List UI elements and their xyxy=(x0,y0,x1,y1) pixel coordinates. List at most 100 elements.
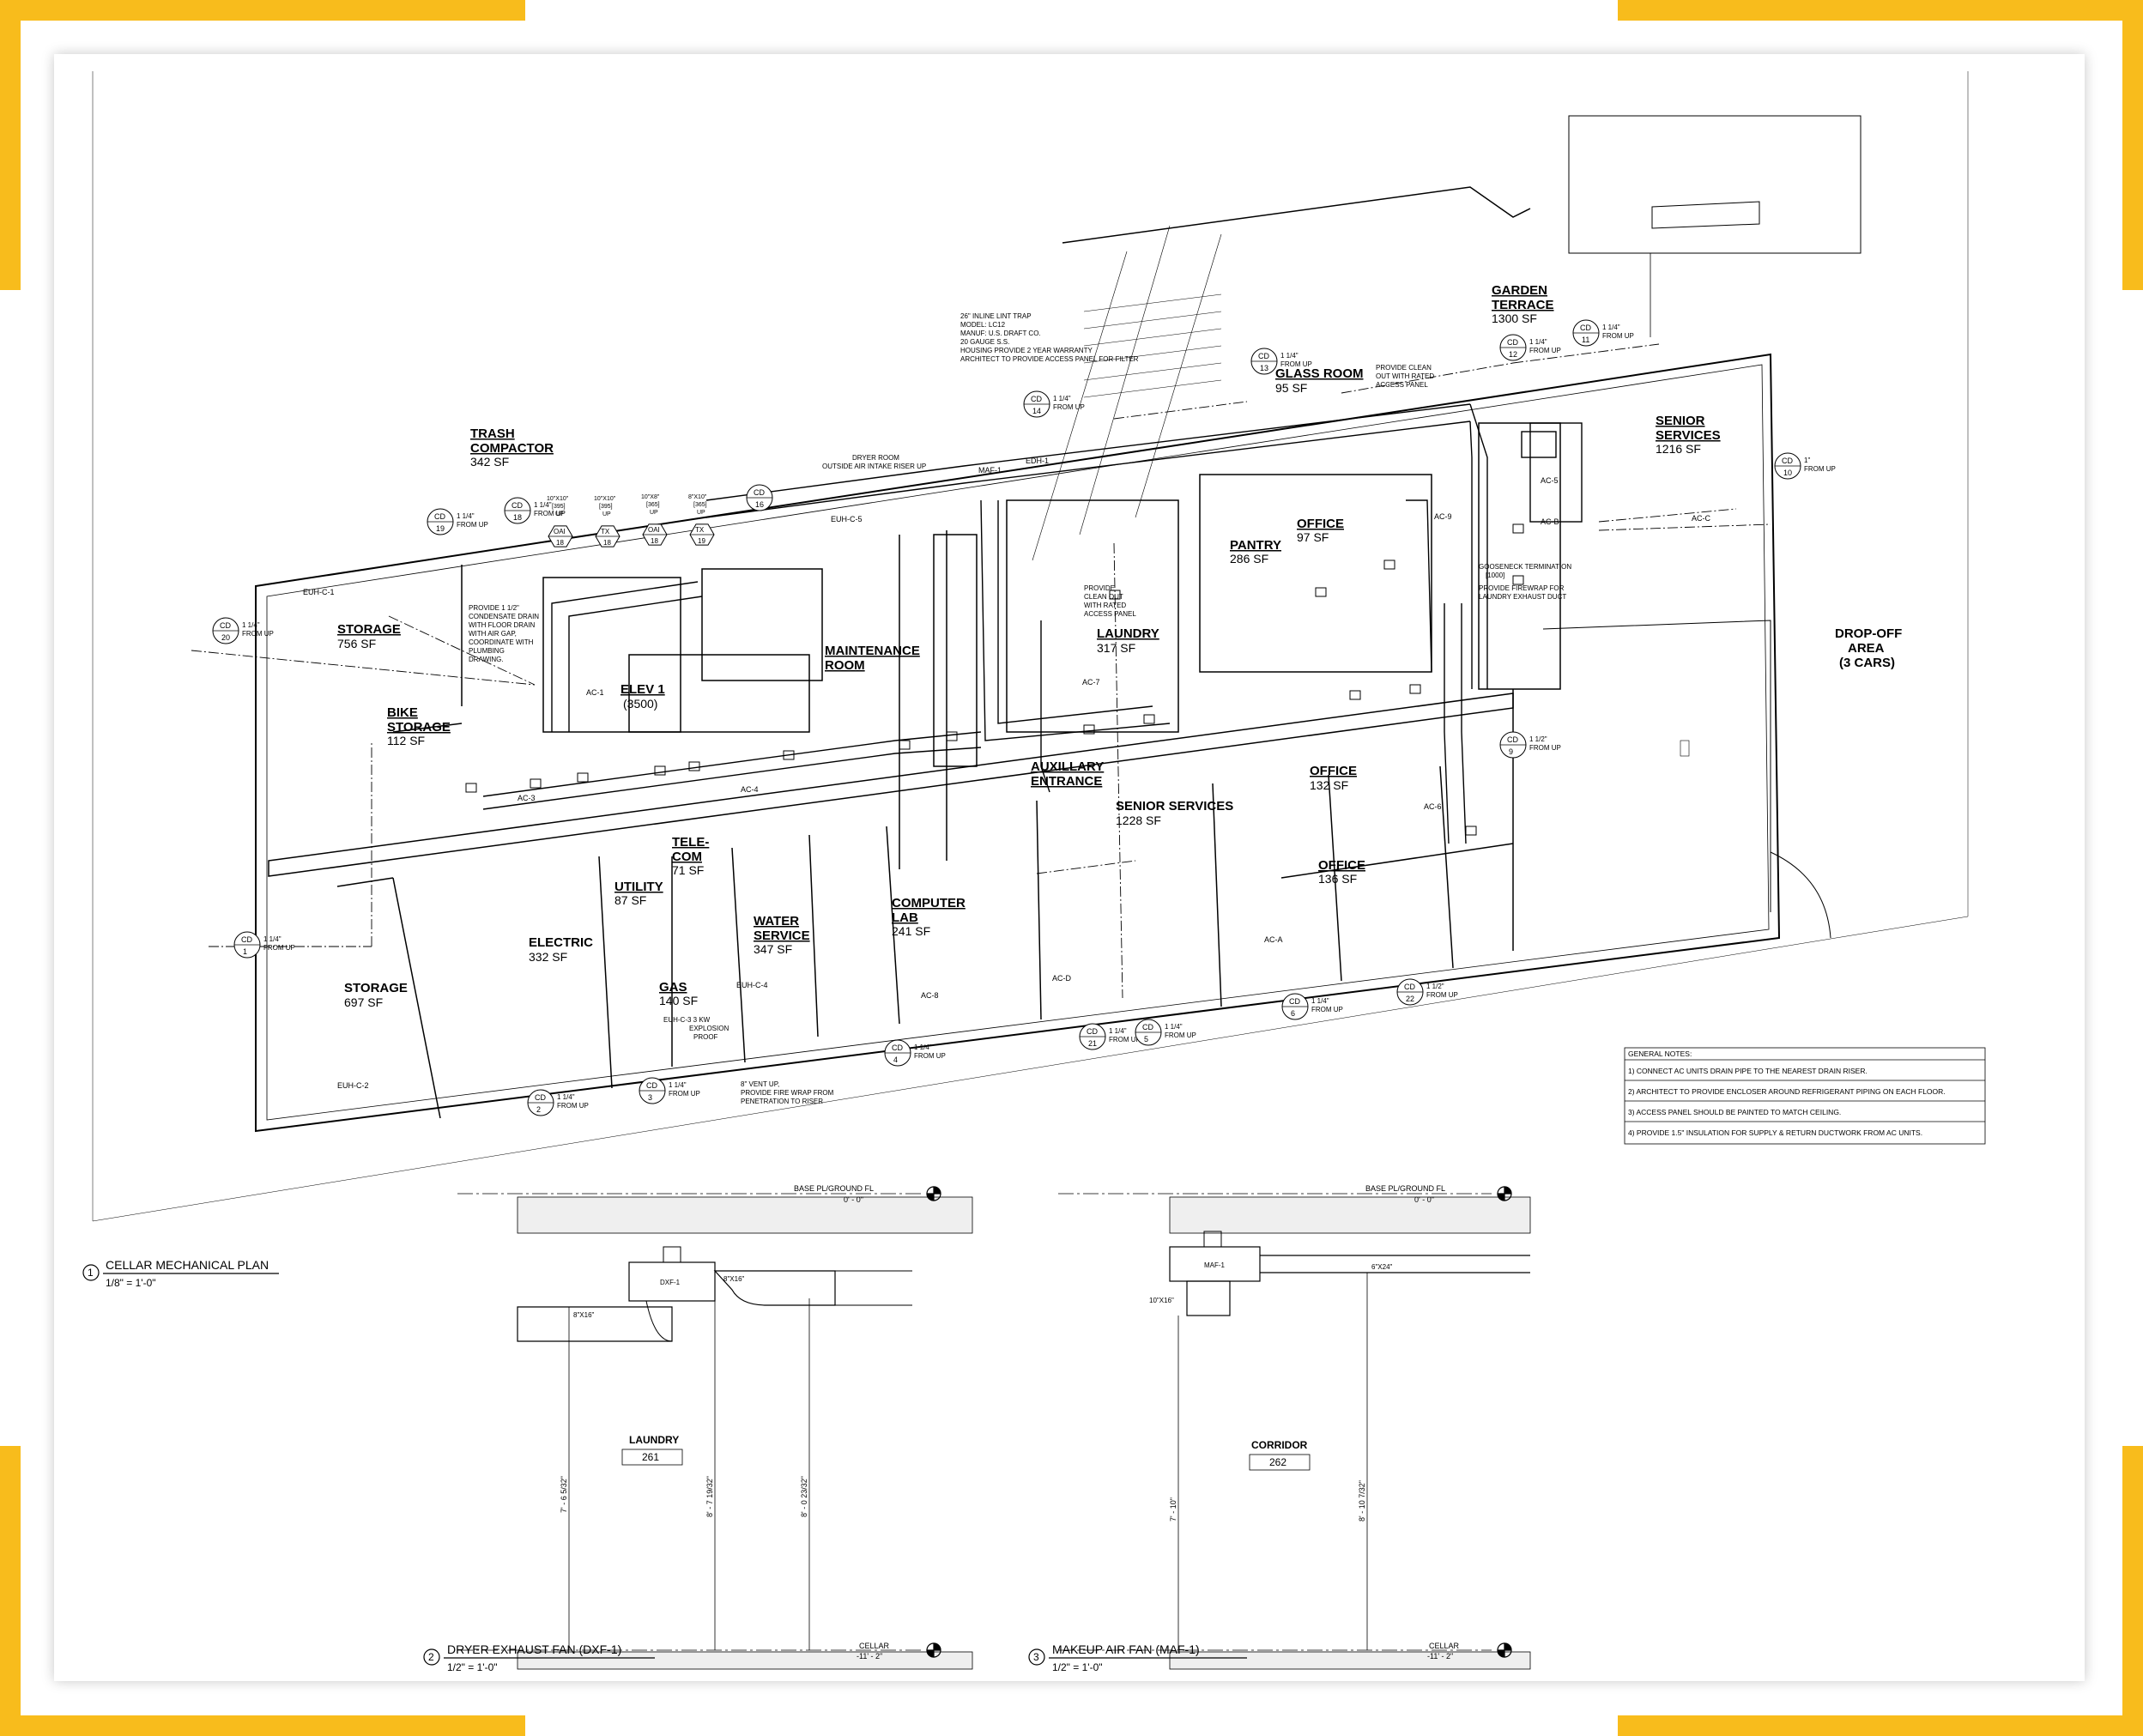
note-gooseneck-4: LAUNDRY EXHAUST DUCT xyxy=(1479,593,1566,601)
cd-tag-size: 1 1/4" xyxy=(457,512,475,520)
equip-acb: AC-B xyxy=(1541,517,1559,526)
equip-ac9: AC-9 xyxy=(1434,512,1452,521)
room-bike-area: 112 SF xyxy=(387,734,425,747)
room-senior-lower-name: SENIOR SERVICES xyxy=(1116,799,1233,814)
room-gas-area: 140 SF xyxy=(659,994,698,1007)
note-gooseneck-2: [1000] xyxy=(1486,572,1504,579)
note-vent-1: 8" VENT UP, xyxy=(741,1080,779,1088)
hex-tag-number: 18 xyxy=(603,539,611,547)
cd-tag-note: FROM UP xyxy=(457,521,488,529)
hex-tag-type: OAI xyxy=(554,528,566,535)
cd-tag-size: 1 1/2" xyxy=(1426,983,1444,990)
room-laundry-name: LAUNDRY xyxy=(1097,626,1159,641)
hex-tag-cfm: [395] xyxy=(552,504,566,510)
s2-slab-top xyxy=(517,1196,973,1234)
cd-tag-prefix: CD xyxy=(512,501,523,510)
hex-tag-type: TX xyxy=(601,528,610,535)
s2-title-num: 2 xyxy=(428,1651,434,1663)
s2-top-level-marker-fill xyxy=(926,1186,941,1201)
s3-room-num-box xyxy=(1249,1454,1311,1471)
cd-tag-prefix: CD xyxy=(1258,352,1269,360)
general-note-2: 2) ARCHITECT TO PROVIDE ENCLOSER AROUND … xyxy=(1628,1087,1946,1096)
room-water-area: 347 SF xyxy=(754,942,792,956)
cd-tag-number: 4 xyxy=(893,1056,898,1064)
room-bike-name2: STORAGE xyxy=(387,720,451,735)
s3-fan-drop xyxy=(1186,1280,1231,1316)
note-dryer-room-1: DRYER ROOM xyxy=(852,454,899,462)
room-office-97-name: OFFICE xyxy=(1297,517,1344,531)
cd-tag-number: 1 xyxy=(243,947,247,956)
hex-tag-group: OAI1810"X10"[395]UPTX1810"X10"[395]UPOAI… xyxy=(547,494,715,547)
cd-tag: CD 16 xyxy=(746,484,773,511)
room-pantry-area: 286 SF xyxy=(1230,552,1268,566)
street-sign xyxy=(1651,201,1760,229)
note-condensate-1: PROVIDE 1 1/2" xyxy=(469,604,519,612)
room-storage-lower-name: STORAGE xyxy=(344,981,408,995)
plan-title: 1 CELLAR MECHANICAL PLAN 1/8" = 1'-0" xyxy=(82,1258,279,1289)
equip-euh-c5: EUH-C-5 xyxy=(831,515,863,523)
s2-title-name: DRYER EXHAUST FAN (DXF-1) xyxy=(447,1642,621,1656)
cd-tag-size: 1 1/4" xyxy=(669,1081,687,1089)
cd-tag-size: 1 1/4" xyxy=(242,621,260,629)
cd-tag-number: 16 xyxy=(755,500,764,509)
equip-edh1: EDH-1 xyxy=(1026,457,1049,465)
cd-tag-note: FROM UP xyxy=(1602,332,1634,340)
s3-top-level-elev: 0' - 0" xyxy=(1414,1195,1434,1204)
s3-title-scale: 1/2" = 1'-0" xyxy=(1052,1661,1103,1673)
dropoff-curve xyxy=(1770,851,1831,939)
equip-ac4: AC-4 xyxy=(741,785,759,794)
room-elev-name: ELEV 1 xyxy=(621,682,665,697)
note-lint-trap-2: MODEL: LC12 xyxy=(960,321,1006,329)
frame-corner-bottom-left-v xyxy=(0,1446,21,1736)
general-notes-box xyxy=(1624,1047,1986,1145)
note-lint-trap-4: 20 GAUGE S.S. xyxy=(960,338,1009,346)
cd-tag-size: 1 1/4" xyxy=(557,1093,575,1101)
note-clean-out-laundry-3: WITH RATED xyxy=(1084,602,1126,609)
room-office-136-name: OFFICE xyxy=(1318,858,1365,873)
hex-tag-size: 10"X10" xyxy=(594,496,616,502)
cd-tag-prefix: CD xyxy=(220,621,231,630)
hex-tag-size: 10"X10" xyxy=(547,496,569,502)
cd-tag-prefix: CD xyxy=(1031,395,1042,403)
s2-bottom-level-label: CELLAR xyxy=(859,1642,890,1650)
note-lint-trap-5: HOUSING PROVIDE 2 YEAR WARRANTY xyxy=(960,347,1093,354)
cd-tag-note: FROM UP xyxy=(1280,360,1312,368)
room-utility-area: 87 SF xyxy=(614,893,646,907)
room-maintenance-name: MAINTENANCE xyxy=(825,644,920,658)
cd-tag-number: 2 xyxy=(536,1105,541,1114)
frame-corner-top-right-v xyxy=(2122,0,2143,290)
cd-tag-note: FROM UP xyxy=(1053,403,1085,411)
cd-tag-prefix: CD xyxy=(1404,983,1415,991)
room-aux-name: AUXILLARY xyxy=(1031,759,1104,774)
note-clean-out-upper-2: OUT WITH RATED xyxy=(1376,372,1434,380)
s2-dim1-text: 7' - 6 5/32" xyxy=(560,1476,568,1513)
building-outline xyxy=(255,353,1781,1133)
room-senior-lower-area: 1228 SF xyxy=(1116,814,1161,827)
general-note-4: 4) PROVIDE 1.5" INSULATION FOR SUPPLY & … xyxy=(1628,1128,1922,1137)
cd-tag-prefix: CD xyxy=(754,488,765,497)
s3-dim2-text: 8' - 10 7/32" xyxy=(1358,1480,1366,1521)
cd-tag-prefix: CD xyxy=(434,512,445,521)
hex-tag-number: 19 xyxy=(698,537,705,545)
hex-tag-type: OAI xyxy=(648,526,660,534)
note-lint-trap-6: ARCHITECT TO PROVIDE ACCESS PANEL FOR FI… xyxy=(960,355,1139,363)
s2-duct1-label: 8"X16" xyxy=(723,1275,745,1283)
room-elev-area: (3500) xyxy=(623,697,657,711)
s3-room-num: 262 xyxy=(1269,1456,1286,1468)
room-office-132-name: OFFICE xyxy=(1310,764,1357,778)
cd-tag-size: 1 1/4" xyxy=(1109,1027,1127,1035)
equipment-labels: AC-5 AC-B AC-C AC-9 AC-6 AC-7 AC-8 AC-A … xyxy=(303,457,1710,1090)
note-explosion-2: EXPLOSION xyxy=(689,1025,729,1032)
note-clean-out-upper-3: ACCESS PANEL xyxy=(1376,381,1428,389)
cd-tag-note: FROM UP xyxy=(914,1052,946,1060)
cd-tag-prefix: CD xyxy=(241,935,252,944)
cd-tag-number: 3 xyxy=(648,1093,652,1102)
cd-tag-size: 1 1/2" xyxy=(1529,735,1547,743)
note-dryer-room-2: OUTSIDE AIR INTAKE RISER UP xyxy=(822,463,926,470)
